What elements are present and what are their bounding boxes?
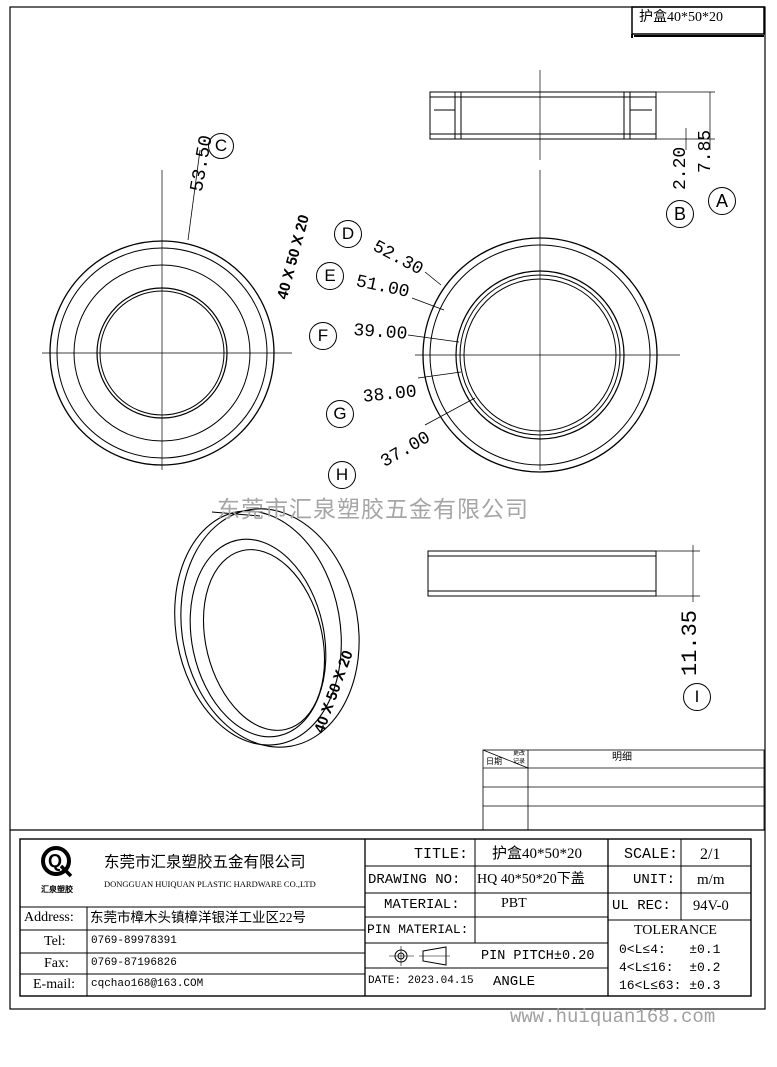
fax-value: 0769-87196826 bbox=[91, 957, 177, 969]
dim-11-35: 11.35 bbox=[678, 609, 703, 676]
tolerance-row-1: 0<L≤4: ±0.1 bbox=[619, 942, 721, 957]
pin-pitch: PIN PITCH±0.20 bbox=[481, 949, 595, 964]
corner-title-box bbox=[631, 6, 765, 35]
corner-title: 护盒40*50*20 bbox=[639, 10, 723, 25]
lid-outline bbox=[427, 550, 657, 597]
outer-circle bbox=[49, 240, 275, 466]
address-label: Address: bbox=[24, 910, 74, 925]
title-label: TITLE: bbox=[414, 846, 469, 863]
company-logo bbox=[41, 846, 73, 878]
projection-symbol bbox=[389, 946, 450, 966]
title-block-grid bbox=[10, 829, 765, 997]
logo-letter: Q bbox=[48, 851, 63, 871]
inner-circle-2 bbox=[96, 287, 228, 419]
material-value: PBT bbox=[501, 896, 527, 911]
left-top-view bbox=[42, 149, 292, 470]
isometric-view bbox=[174, 508, 360, 748]
profile-outline bbox=[429, 91, 657, 140]
outer-circle-2 bbox=[56, 247, 268, 459]
dim-39-00: 39.00 bbox=[352, 321, 408, 345]
callout-a: A bbox=[708, 187, 736, 215]
callout-d: D bbox=[334, 220, 362, 248]
watermark-company: 东莞市汇泉塑胶五金有限公司 bbox=[217, 496, 529, 522]
pin-material-label: PIN MATERIAL: bbox=[367, 922, 469, 937]
company-name-en: DONGGUAN HUIQUAN PLASTIC HARDWARE CO.,LT… bbox=[104, 879, 316, 889]
callout-f: F bbox=[309, 322, 337, 350]
dim-7-85: 7.85 bbox=[696, 129, 716, 173]
material-label: MATERIAL: bbox=[384, 897, 460, 913]
callout-c: C bbox=[208, 133, 234, 159]
unit-label: UNIT: bbox=[633, 872, 676, 888]
fax-label: Fax: bbox=[44, 956, 69, 971]
drawing-no-value: HQ 40*50*20下盖 bbox=[477, 872, 585, 887]
drawing-no-label: DRAWING NO: bbox=[368, 872, 461, 888]
drawing-frame bbox=[9, 6, 766, 1010]
angle: ANGLE bbox=[493, 974, 536, 990]
scale-label: SCALE: bbox=[624, 846, 679, 863]
email-value: cqchao168@163.COM bbox=[91, 978, 204, 990]
inner-circle-3 bbox=[99, 290, 225, 416]
date: DATE: 2023.04.15 bbox=[368, 975, 474, 987]
logo-caption: 汇泉塑胶 bbox=[41, 885, 73, 894]
tolerance-row-2: 4<L≤16: ±0.2 bbox=[619, 960, 721, 975]
title-value: 护盒40*50*20 bbox=[492, 846, 583, 862]
inner-circle-1 bbox=[73, 264, 251, 442]
ul-rec-value: 94V-0 bbox=[693, 898, 729, 914]
rev-col-date: 日期 bbox=[486, 757, 502, 766]
rev-col-change: 更改 bbox=[513, 751, 526, 757]
right-ring-view bbox=[407, 170, 680, 473]
leader-53-50 bbox=[187, 149, 201, 241]
callout-h: H bbox=[328, 461, 356, 489]
callout-e: E bbox=[316, 262, 344, 290]
callout-b: B bbox=[666, 200, 694, 228]
rev-col-record: 记录 bbox=[513, 759, 526, 765]
callout-i: I bbox=[683, 683, 711, 711]
address-value: 东莞市樟木头镇樟洋银洋工业区22号 bbox=[90, 910, 306, 925]
lid-side-view bbox=[427, 545, 700, 602]
callout-g: G bbox=[326, 400, 354, 428]
ul-rec-label: UL REC: bbox=[612, 898, 671, 914]
unit-value: m/m bbox=[697, 872, 725, 888]
tel-value: 0769-89978391 bbox=[91, 935, 177, 947]
tolerance-title: TOLERANCE bbox=[634, 923, 717, 938]
dim-2-20: 2.20 bbox=[671, 146, 691, 190]
company-name-cn: 东莞市汇泉塑胶五金有限公司 bbox=[104, 854, 306, 871]
scale-value: 2/1 bbox=[700, 846, 721, 863]
tolerance-row-3: 16<L≤63: ±0.3 bbox=[619, 978, 721, 993]
email-label: E-mail: bbox=[33, 977, 75, 992]
tel-label: Tel: bbox=[44, 934, 66, 949]
watermark-url: www.huiquan168.com bbox=[510, 1006, 716, 1028]
rev-col-detail: 明细 bbox=[612, 752, 632, 763]
side-profile-top bbox=[429, 70, 715, 160]
